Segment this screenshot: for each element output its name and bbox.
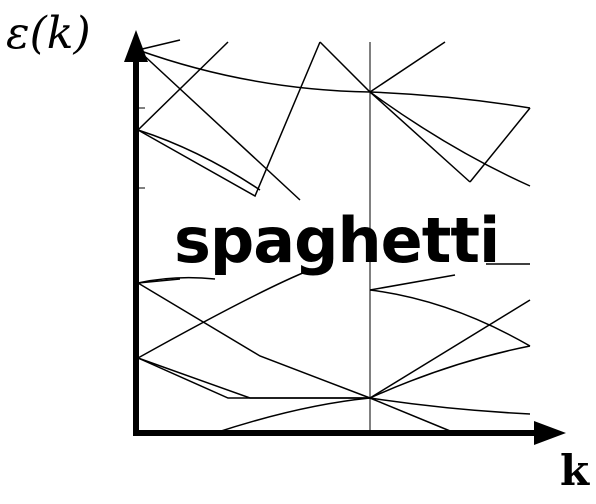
band-line: [137, 49, 301, 201]
spaghetti-overlay-text: spaghetti: [174, 204, 500, 277]
band-line: [137, 269, 311, 359]
band-line: [137, 357, 531, 415]
band-line: [137, 49, 531, 109]
band-line: [369, 345, 531, 399]
x-axis-label: k: [560, 446, 590, 495]
band-line: [137, 129, 261, 191]
y-axis-label: ε(k): [6, 8, 91, 59]
band-line: [369, 299, 531, 399]
x-axis-arrow: [534, 421, 566, 445]
band-line: [369, 274, 456, 291]
band-line: [214, 397, 371, 434]
band-line: [137, 282, 456, 434]
band-line: [469, 107, 531, 183]
band-line: [137, 41, 229, 131]
band-line: [137, 357, 370, 399]
band-line: [137, 41, 321, 198]
band-line: [369, 289, 531, 347]
band-line: [369, 91, 471, 183]
band-line: [369, 91, 531, 187]
band-line: [137, 276, 216, 284]
band-line: [137, 39, 181, 51]
y-axis-arrow: [124, 30, 148, 62]
band-line: [319, 41, 446, 93]
